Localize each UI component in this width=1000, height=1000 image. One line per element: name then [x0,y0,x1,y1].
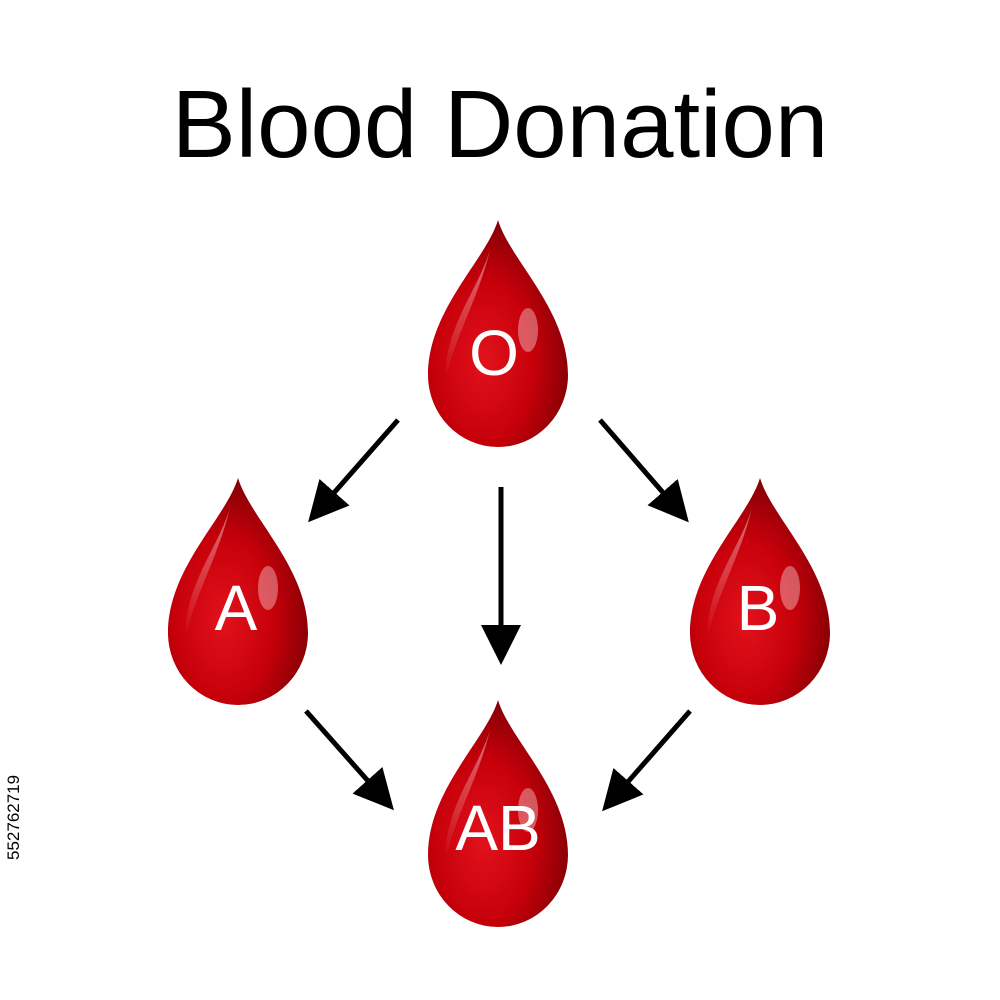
arrows [304,418,692,812]
drop-a: A [168,478,308,705]
drop-b-label: B [737,572,780,644]
arrow-o-to-b [598,418,689,523]
drop-o: O [428,220,568,447]
drop-ab: AB [428,700,568,927]
arrow-b-to-ab [602,709,692,812]
diagram-title: Blood Donation [171,71,829,178]
drop-a-label: A [215,572,258,644]
drop-b: B [690,478,830,705]
arrow-a-to-ab [304,709,394,811]
side-id: 552762719 [4,774,23,860]
arrow-o-to-a [308,418,400,523]
drop-ab-label: AB [455,792,540,864]
drop-o-label: O [469,317,519,389]
